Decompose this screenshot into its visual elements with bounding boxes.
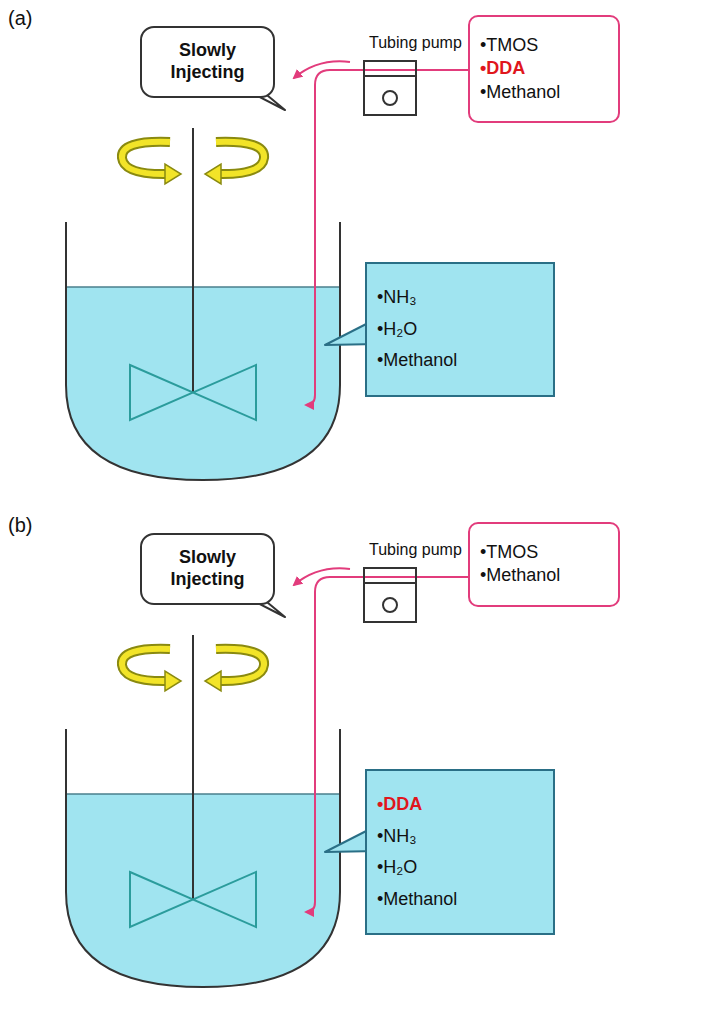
pump-box: Tubing pump: [363, 60, 417, 116]
rotation-arrow: [122, 142, 170, 174]
pump-box: Tubing pump: [363, 567, 417, 623]
callout-text: Slowly Injecting: [150, 40, 265, 83]
impeller: [130, 365, 256, 420]
flow-arrow: [294, 61, 350, 78]
list-item: •Methanol: [480, 564, 604, 587]
list-item: •TMOS: [480, 34, 604, 57]
tube: [306, 70, 363, 405]
solution-box: •NH₃•H₂O•Methanol: [365, 262, 555, 397]
solution-box: •DDA•NH₃•H₂O•Methanol: [365, 769, 555, 935]
callout-text: Slowly Injecting: [150, 547, 265, 590]
pump-label: Tubing pump: [369, 541, 462, 559]
list-item: •Methanol: [480, 81, 604, 104]
stirrer-shaft: [192, 128, 194, 392]
rotation-arrow: [216, 142, 264, 174]
list-item: •NH₃: [377, 821, 539, 853]
feed-box: •TMOS•DDA•Methanol: [468, 15, 620, 123]
liquid-surface: [66, 286, 340, 288]
list-item: •DDA: [377, 789, 539, 821]
list-item: •NH₃: [377, 282, 539, 314]
liquid: [66, 287, 340, 480]
list-item: •H₂O: [377, 852, 539, 884]
speech-bubble: Slowly Injecting: [140, 26, 275, 98]
tube: [363, 69, 417, 71]
rotation-arrow-head: [205, 164, 221, 184]
rotation-arrow: [216, 142, 264, 174]
pump-head: [363, 75, 417, 77]
panel-label: (b): [8, 513, 32, 537]
list-item: •TMOS: [480, 541, 604, 564]
vessel: [66, 222, 340, 480]
pump-label: Tubing pump: [369, 34, 462, 52]
feed-box: •TMOS•Methanol: [468, 522, 620, 607]
list-item: •H₂O: [377, 314, 539, 346]
list-item: •Methanol: [377, 345, 539, 377]
speech-bubble: Slowly Injecting: [140, 533, 275, 605]
tube-line: [417, 576, 468, 578]
rotation-arrow-head: [165, 164, 181, 184]
list-item: •DDA: [480, 57, 604, 80]
tube-line: [417, 69, 468, 71]
list-item: •Methanol: [377, 884, 539, 916]
pump-rotor: [383, 91, 397, 105]
rotation-arrow: [122, 142, 170, 174]
panel-label: (a): [8, 6, 32, 30]
